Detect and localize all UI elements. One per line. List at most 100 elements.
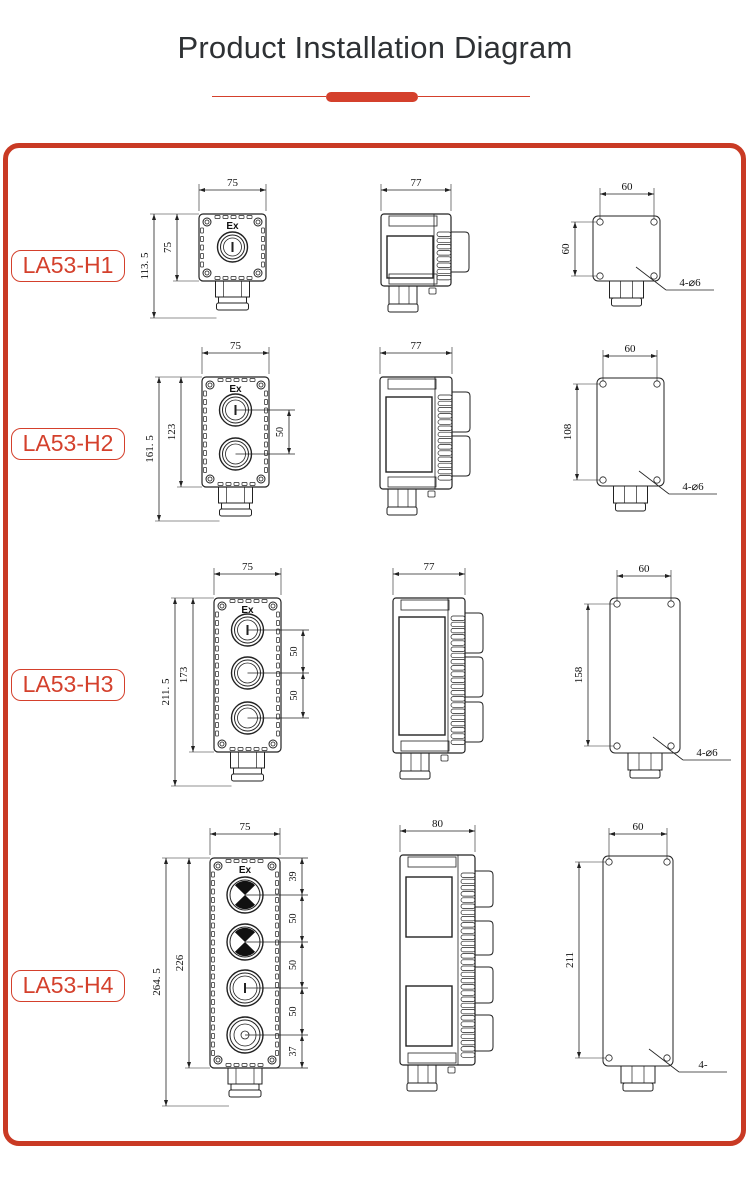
edge-fin (275, 1041, 279, 1048)
edge-fin (264, 458, 268, 465)
edge-fin (211, 871, 215, 878)
arrow-head (577, 862, 581, 868)
cooling-fin (460, 1015, 476, 1021)
cable-gland (620, 1065, 656, 1084)
edge-fin (203, 416, 207, 422)
dimension-total-height: 211. 5 (160, 678, 172, 706)
cooling-fin (450, 714, 466, 721)
arrow-head (300, 889, 304, 895)
leader-line (635, 266, 667, 291)
arrow-head (609, 832, 615, 836)
edge-fin (275, 982, 279, 988)
arrow-head (300, 982, 304, 988)
cooling-fin (450, 677, 466, 683)
arrow-head (301, 673, 305, 679)
dimension-width: 80 (432, 818, 444, 830)
diagram-frame (3, 143, 746, 1146)
edge-fin (264, 467, 268, 473)
arrow-head (175, 275, 179, 281)
edge-fin (225, 482, 232, 486)
edge-fin (264, 416, 268, 422)
screw-icon (270, 603, 276, 609)
arrow-head (445, 188, 451, 192)
edge-fin (225, 378, 232, 382)
mushroom-quadrant (234, 880, 256, 895)
cable-gland (627, 752, 663, 771)
mounting-hole-icon (667, 600, 675, 608)
screw-icon (207, 476, 213, 482)
arrow-head (651, 354, 657, 358)
arrow-head (573, 222, 577, 228)
edge-fin (275, 922, 279, 929)
gland-nut (387, 303, 419, 313)
mounting-hole-icon (653, 380, 661, 388)
arrow-head (152, 214, 156, 220)
gland-nut (233, 767, 262, 775)
screw-icon (267, 1055, 277, 1065)
push-button-ring (220, 234, 245, 260)
cable-gland (400, 752, 430, 772)
screw-icon (258, 476, 264, 482)
screw-icon (255, 219, 261, 225)
cooling-fin (460, 978, 476, 984)
side-view-la53-h4: 80 (399, 818, 494, 1092)
dimension-hole-spacing-x: 60 (639, 563, 651, 575)
arrow-head (210, 832, 216, 836)
gland-nut (611, 297, 642, 307)
cable-gland (613, 485, 648, 504)
top-flange (387, 378, 437, 390)
button-knob (465, 656, 484, 698)
edge-fin (225, 1063, 232, 1067)
dimension-total-height: 113. 5 (139, 252, 151, 280)
edge-fin (229, 747, 236, 751)
mounting-hole-icon (650, 272, 658, 280)
edge-fin (215, 628, 219, 635)
dimension-button-spacing: 50 (275, 427, 286, 437)
edge-fin (211, 914, 215, 920)
edge-fin (214, 215, 221, 219)
dimension-body-height: 226 (174, 954, 186, 971)
screw-icon (253, 268, 263, 278)
dimension-button-spacing: 50 (288, 960, 299, 970)
cooling-fin (460, 971, 476, 978)
edge-fin (211, 990, 215, 997)
edge-fin (211, 965, 215, 971)
cooling-fin (460, 953, 476, 959)
mounting-hole-icon (613, 742, 621, 750)
gland-nut (622, 1082, 654, 1092)
mounting-hole-icon (663, 1054, 671, 1062)
arrow-head (573, 270, 577, 276)
arrow-head (380, 351, 386, 355)
cable-gland (387, 488, 417, 508)
edge-fin (203, 450, 207, 456)
arrow-head (586, 740, 590, 746)
dimension-button-spacing: 50 (289, 647, 300, 657)
edge-fin (211, 1007, 215, 1014)
model-label-h2: LA53-H2 (11, 428, 125, 460)
edge-fin (275, 931, 279, 937)
mounting-hole-icon (596, 272, 604, 280)
hole-callout: 4- (698, 1059, 708, 1071)
edge-fin (211, 999, 215, 1005)
edge-fin (275, 999, 279, 1005)
edge-fin (238, 215, 245, 219)
mounting-hole-icon (613, 600, 621, 608)
screw-icon (268, 739, 278, 749)
mounting-hole-icon (667, 742, 675, 750)
cooling-fin (460, 990, 476, 996)
cooling-fin (460, 1040, 476, 1046)
arrow-head (446, 351, 452, 355)
screw-icon (213, 1055, 223, 1065)
screw-icon (202, 268, 212, 278)
leader-line (652, 736, 684, 761)
screw-icon (205, 380, 215, 390)
dimension-width: 75 (230, 340, 242, 352)
cooling-fin (460, 947, 476, 953)
edge-fin (200, 253, 204, 259)
arrow-head (459, 572, 465, 576)
edge-fin (215, 713, 219, 720)
mounting-hole-icon (650, 218, 658, 226)
side-view-la53-h2: 77 (379, 340, 471, 516)
dimension-body-height: 123 (166, 423, 178, 440)
edge-fin (253, 747, 260, 751)
